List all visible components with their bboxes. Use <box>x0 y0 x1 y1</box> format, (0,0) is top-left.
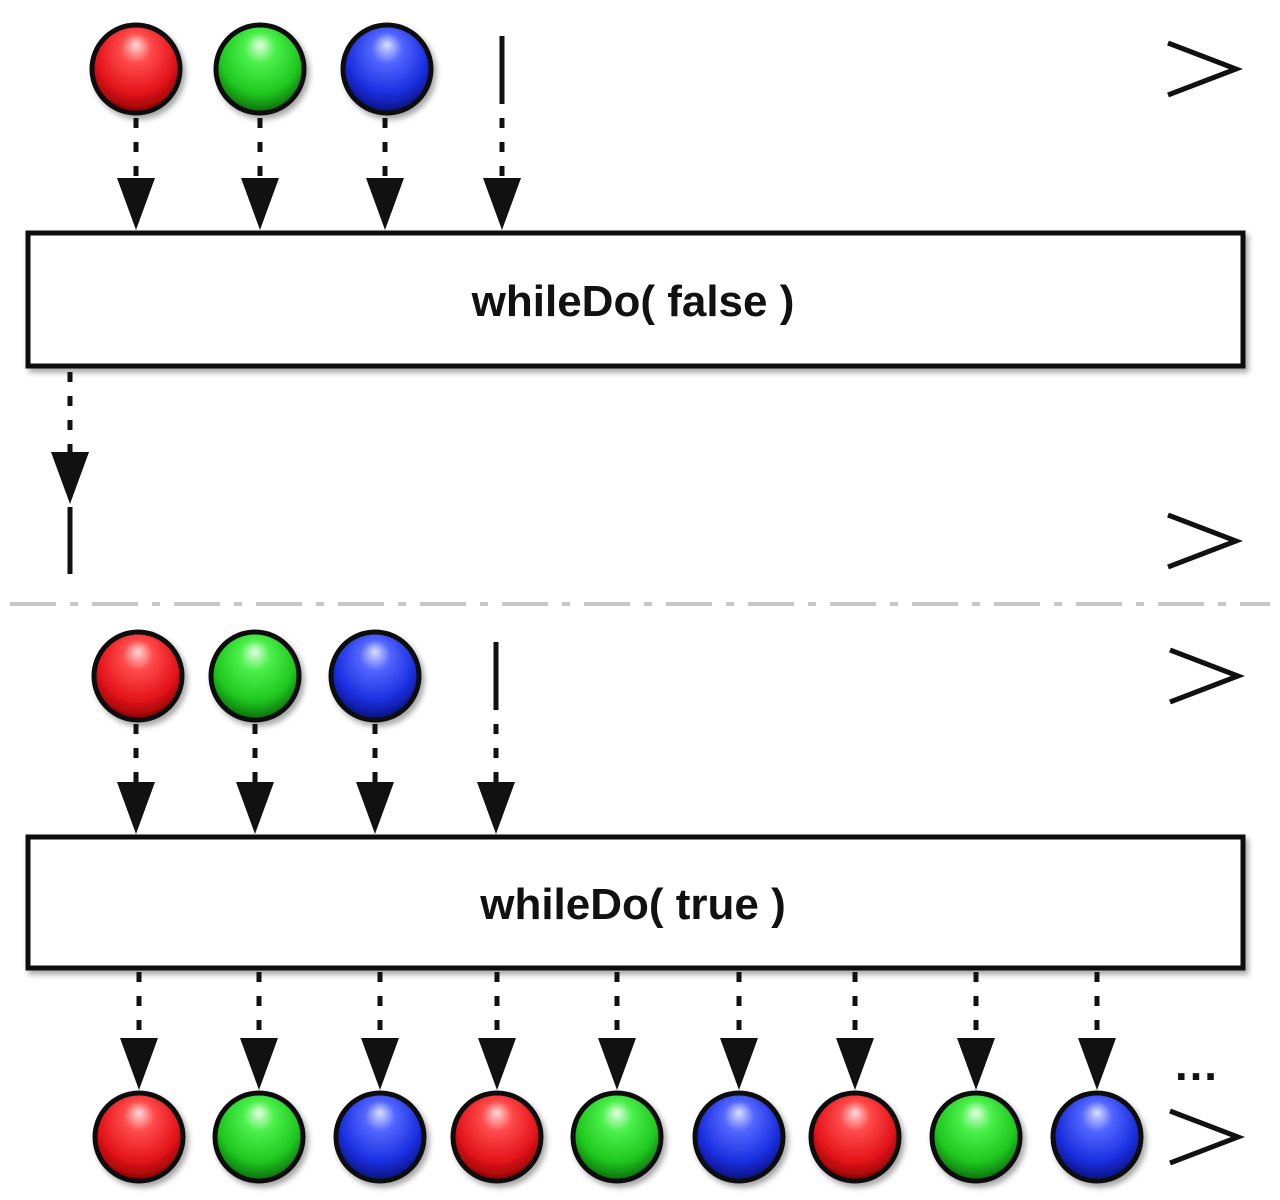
red-marble <box>450 1090 544 1184</box>
blue-marble <box>692 1090 786 1184</box>
down-arrow <box>117 724 155 834</box>
down-arrow <box>598 972 636 1090</box>
green-marble <box>213 22 307 116</box>
down-arrow <box>477 724 515 834</box>
blue-marble <box>333 1090 427 1184</box>
operator-label: whileDo( true ) <box>479 880 786 929</box>
output-marbles <box>92 1090 1144 1184</box>
source-marbles <box>89 22 434 116</box>
output-timeline <box>30 507 1244 574</box>
red-marble <box>808 1090 902 1184</box>
down-arrow <box>117 118 155 230</box>
down-arrow <box>1078 972 1116 1090</box>
operator-box: whileDo( false ) <box>25 230 1246 369</box>
down-arrow <box>120 972 158 1090</box>
source-timeline <box>28 40 1244 98</box>
output-arrows <box>51 372 89 504</box>
emission-arrows <box>117 118 521 230</box>
down-arrow <box>241 118 279 230</box>
down-arrow <box>366 118 404 230</box>
operator-box: whileDo( true ) <box>25 834 1246 971</box>
down-arrow <box>361 972 399 1090</box>
down-arrow <box>236 724 274 834</box>
ellipsis-indicator: … <box>1173 1038 1219 1090</box>
output-arrows <box>120 972 1116 1090</box>
red-marble <box>89 22 183 116</box>
down-arrow <box>720 972 758 1090</box>
blue-marble <box>340 22 434 116</box>
green-marble <box>570 1090 664 1184</box>
down-arrow <box>478 972 516 1090</box>
red-marble <box>91 629 185 723</box>
down-arrow <box>483 118 521 230</box>
blue-marble <box>1050 1090 1144 1184</box>
red-marble <box>92 1090 186 1184</box>
green-marble <box>212 1090 306 1184</box>
source-marbles <box>91 629 422 723</box>
panel-while-true: whileDo( true ) … <box>25 629 1246 1184</box>
down-arrow <box>240 972 278 1090</box>
down-arrow <box>51 372 89 504</box>
down-arrow <box>836 972 874 1090</box>
down-arrow <box>957 972 995 1090</box>
panel-while-false: whileDo( false ) <box>25 22 1246 574</box>
blue-marble <box>328 629 422 723</box>
emission-arrows <box>117 724 515 834</box>
operator-label: whileDo( false ) <box>471 277 795 326</box>
green-marble <box>929 1090 1023 1184</box>
green-marble <box>208 629 302 723</box>
down-arrow <box>356 724 394 834</box>
